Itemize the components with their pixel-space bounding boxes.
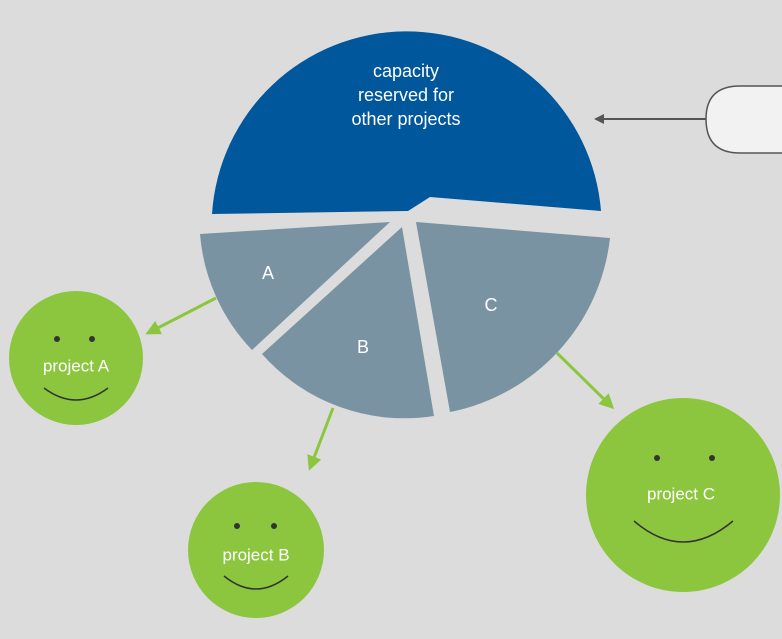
project-a-node: project A xyxy=(9,291,143,425)
slice-a xyxy=(200,222,390,350)
project-a-right-eye xyxy=(89,336,95,342)
slice-c xyxy=(416,222,610,412)
project-c-right-eye xyxy=(709,455,715,461)
arrow-to-project-a xyxy=(145,296,217,335)
project-a-smile xyxy=(43,387,109,401)
project-a-face xyxy=(9,291,143,425)
project-b-node: project B xyxy=(188,482,324,618)
reserved-label-line-2: reserved for xyxy=(358,85,454,105)
project-c-node: project C xyxy=(586,398,780,592)
reserved-capacity-segment xyxy=(212,31,601,214)
slice-c-label: C xyxy=(485,295,498,315)
slice-b-label: B xyxy=(357,337,369,357)
project-c-label: project C xyxy=(647,484,715,503)
slice-a-label: A xyxy=(262,263,274,283)
project-c-face xyxy=(586,398,780,592)
project-b-smile xyxy=(223,575,289,590)
arrow-to-project-c xyxy=(555,351,615,410)
project-b-face xyxy=(188,482,324,618)
project-a-left-eye xyxy=(54,336,60,342)
reserved-label-line-3: other projects xyxy=(351,109,460,129)
project-b-right-eye xyxy=(271,523,277,529)
project-c-smile xyxy=(633,520,734,543)
project-c-left-eye xyxy=(654,455,660,461)
project-b-label: project B xyxy=(222,545,289,564)
reserved-label-line-1: capacity xyxy=(373,61,439,81)
arrow-to-project-b xyxy=(307,407,335,471)
slice-b xyxy=(262,227,434,419)
project-b-left-eye xyxy=(234,523,240,529)
callout-bubble xyxy=(705,85,782,154)
project-a-label: project A xyxy=(43,356,110,375)
